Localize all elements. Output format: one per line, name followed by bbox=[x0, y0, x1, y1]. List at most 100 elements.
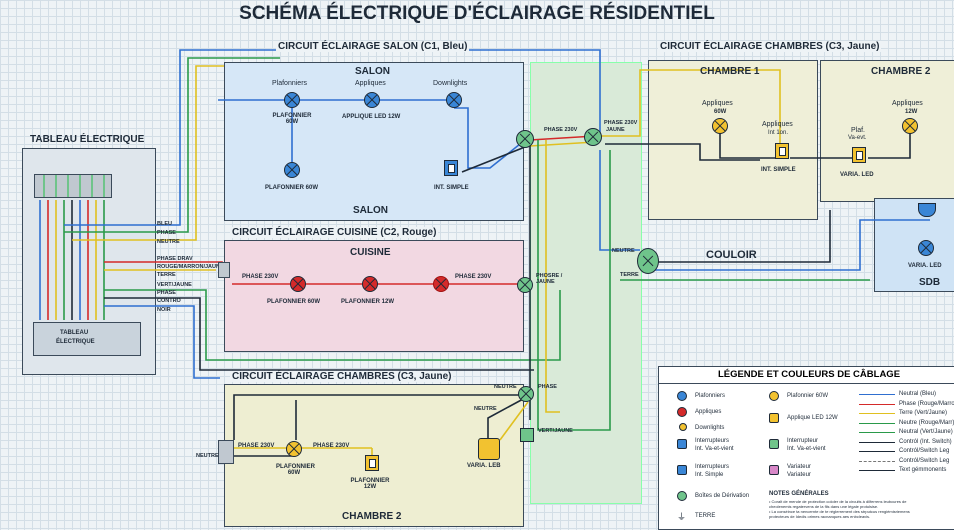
applique-lamp-icon[interactable] bbox=[902, 118, 918, 134]
legend-notes-title: NOTES GÉNÉRALES bbox=[769, 491, 829, 497]
legend-title: LÉGENDE ET COULEURS DE CÂBLAGE bbox=[659, 367, 954, 384]
plaf-label: Plaf. bbox=[851, 127, 866, 134]
chambre1-switch-label: INT. SIMPLE bbox=[761, 167, 796, 173]
legend-item: Downlights bbox=[695, 425, 725, 431]
salon-label-plafonniers: Plafonniers bbox=[272, 80, 308, 87]
junction-box-icon[interactable] bbox=[517, 277, 533, 293]
appliques-w-label: 60W bbox=[714, 109, 727, 115]
dimmer-legend-icon bbox=[769, 465, 779, 475]
wire-color-swatch bbox=[859, 470, 895, 471]
circuit-c3-top-title: CIRCUIT ÉCLAIRAGE CHAMBRES (C3, Jaune) bbox=[658, 41, 882, 52]
c3-phase-2: PHASE 230V bbox=[313, 443, 350, 449]
hallway-terre-label: TERRE bbox=[620, 272, 639, 278]
panel-inner-box bbox=[33, 322, 141, 356]
junction-label: JAUNE bbox=[606, 127, 625, 133]
legend-note: • La conséince ta nencernte de te régler… bbox=[769, 509, 910, 514]
chambre2-bottom-label: CHAMBRE 2 bbox=[342, 511, 402, 522]
junction-box-icon[interactable] bbox=[516, 130, 534, 148]
circuit-c2-title: CIRCUIT ÉCLAIRAGE CUISINE (C2, Rouge) bbox=[230, 227, 439, 238]
c3-phase-1: PHASE 230V bbox=[238, 443, 275, 449]
shower-head-icon bbox=[918, 203, 936, 217]
salon-label-bottom: SALON bbox=[353, 205, 388, 216]
salon-label-appliques: Appliques bbox=[355, 80, 386, 87]
salon-switch-wire2 bbox=[461, 144, 531, 173]
panel-title: TABLEAU ÉLECTRIQUE bbox=[30, 134, 145, 145]
cuisine-lamp-icon[interactable] bbox=[290, 276, 306, 292]
wire-color-swatch bbox=[859, 394, 895, 395]
dimmer-icon[interactable] bbox=[478, 438, 500, 460]
switch-legend-icon bbox=[677, 439, 687, 449]
legend-item: Int. Simple bbox=[695, 472, 724, 478]
chambre2-label: CHAMBRE 2 bbox=[871, 66, 931, 77]
appliques-sub-label: Int 1on. bbox=[768, 130, 789, 136]
page-title: SCHÉMA ÉLECTRIQUE D'ÉCLAIRAGE RÉSIDENTIE… bbox=[239, 3, 715, 24]
legend-note: • Coralt de mende de protection cololer … bbox=[769, 499, 907, 504]
c3-switch-icon[interactable] bbox=[365, 455, 379, 471]
ch2-wire bbox=[868, 128, 911, 159]
junction-legend-icon bbox=[677, 491, 687, 501]
fixture-label: PLAFONNIER 60W bbox=[265, 185, 319, 191]
salon-switch-wire bbox=[454, 107, 526, 169]
downlight-lamp-icon[interactable] bbox=[446, 92, 462, 108]
circuit-c3-bottom-title: CIRCUIT ÉCLAIRAGE CHAMBRES (C3, Jaune) bbox=[230, 371, 454, 382]
varia-switch-icon[interactable] bbox=[852, 147, 866, 163]
ch1-wire bbox=[719, 128, 776, 159]
applique-lamp-icon[interactable] bbox=[364, 92, 380, 108]
sdb-lamp-icon[interactable] bbox=[918, 240, 934, 256]
j2-c3b bbox=[605, 143, 760, 161]
applique-lamp-icon[interactable] bbox=[712, 118, 728, 134]
wire-color-label: Contról/Switch Leg bbox=[899, 457, 950, 464]
fixture-label: APPLIQUE LED 12W bbox=[342, 114, 401, 120]
junction-label: PHASE bbox=[538, 384, 557, 390]
c1-phase-wire bbox=[64, 57, 280, 233]
appliques-label: Appliques bbox=[702, 100, 733, 107]
c1-earth-wire bbox=[72, 65, 224, 241]
varia-label: VARIA. LED bbox=[840, 172, 874, 178]
cuisine-lamp-icon[interactable] bbox=[433, 276, 449, 292]
wire-color-swatch bbox=[859, 432, 895, 433]
appliques-label: Appliques bbox=[762, 121, 793, 128]
panel-inner-label-1: TABLEAU bbox=[60, 330, 89, 336]
legend-item: Interrupteurs bbox=[695, 438, 730, 444]
appliques-w-label: 12W bbox=[905, 109, 918, 115]
hallway-neutre-label: NEUTRE bbox=[612, 248, 635, 254]
legend-panel: LÉGENDE ET COULEURS DE CÂBLAGE Plafonnie… bbox=[658, 366, 954, 530]
wire-color-swatch bbox=[859, 413, 895, 414]
c3-varia bbox=[487, 397, 526, 438]
applique-led-legend-icon bbox=[769, 413, 779, 423]
plafonnier-lamp-icon[interactable] bbox=[284, 92, 300, 108]
panel-wire-label: ROUGE/MARRON/JAUNE bbox=[157, 264, 224, 270]
plafonnier-lamp-icon[interactable] bbox=[284, 162, 300, 178]
junction-box-icon[interactable] bbox=[637, 248, 659, 274]
junction-box-icon[interactable] bbox=[584, 128, 602, 146]
legend-item: Interrupteur bbox=[787, 438, 819, 444]
c1-neutral-wire bbox=[64, 49, 601, 226]
cuisine-lamp-icon[interactable] bbox=[362, 276, 378, 292]
va-et-vient-legend-icon bbox=[769, 439, 779, 449]
j2-c3 bbox=[600, 69, 781, 145]
junction-label: NEUTRE bbox=[494, 384, 517, 390]
junction-label: PHASE 230V bbox=[544, 127, 578, 133]
junction-box bbox=[218, 440, 234, 464]
panel-wire-label: TERRE bbox=[157, 272, 176, 278]
panel-wire-label: NOIR bbox=[157, 307, 171, 313]
cuisine-room bbox=[224, 240, 524, 352]
legend-item: Plafonniers bbox=[695, 393, 726, 399]
wire-color-label: Text gémmonents bbox=[899, 467, 947, 473]
wire-color-label: Neutral (Vert/Jaune) bbox=[899, 429, 953, 435]
junction-box-icon[interactable] bbox=[518, 386, 534, 402]
j1-j2b bbox=[529, 141, 596, 147]
c3-switch-label: PLAFONNIER 12W bbox=[350, 478, 390, 490]
c3-fixture-label: PLAFONNIER 60W bbox=[276, 464, 315, 476]
fixture-label: PLAFONNIER 60W bbox=[272, 113, 312, 125]
c2-wire-4 bbox=[104, 297, 534, 371]
sdb-varia-label: VARIA. LED bbox=[908, 263, 942, 269]
c3-lamp-icon[interactable] bbox=[286, 441, 302, 457]
chambre1-switch-icon[interactable] bbox=[775, 143, 789, 159]
salon-switch-icon[interactable] bbox=[444, 160, 458, 176]
ground-legend-icon: ⏚ bbox=[677, 512, 687, 522]
chambre1-label: CHAMBRE 1 bbox=[700, 66, 760, 77]
cuisine-label: CUISINE bbox=[350, 247, 391, 258]
wire-color-label: Terre (Vert/Jaune) bbox=[899, 410, 948, 416]
